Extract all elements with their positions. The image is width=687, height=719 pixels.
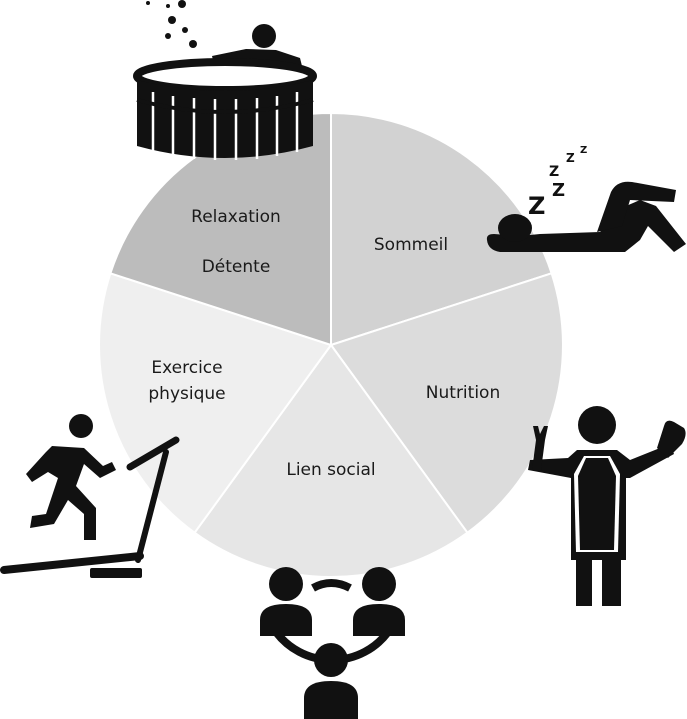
svg-text:Z: Z: [528, 192, 545, 220]
label-exercice-line1: Exercice: [151, 358, 222, 378]
label-lien-social: Lien social: [286, 460, 375, 480]
svg-text:Z: Z: [566, 151, 575, 165]
treadmill-runner-icon: [0, 414, 180, 578]
label-relaxation-line1: Relaxation: [191, 207, 281, 227]
pie: [98, 111, 564, 578]
cook-icon: [528, 406, 686, 606]
svg-text:Z: Z: [552, 180, 565, 201]
label-nutrition: Nutrition: [426, 383, 500, 403]
label-exercice-line2: physique: [148, 384, 225, 404]
labels: Relaxation Détente Sommeil Nutrition Lie…: [148, 207, 500, 480]
sleeping-person-icon: Z Z Z Z Z: [486, 145, 686, 252]
wedge-lien-social: [193, 343, 469, 578]
wedge-exercice-physique: [98, 272, 333, 535]
label-sommeil: Sommeil: [374, 235, 448, 255]
wedge-nutrition: [329, 272, 564, 535]
svg-text:Z: Z: [549, 164, 559, 180]
hot-tub-icon: [133, 0, 317, 160]
social-group-icon: [260, 567, 405, 719]
label-relaxation-line2: Détente: [202, 257, 271, 277]
svg-text:Z: Z: [580, 145, 587, 156]
